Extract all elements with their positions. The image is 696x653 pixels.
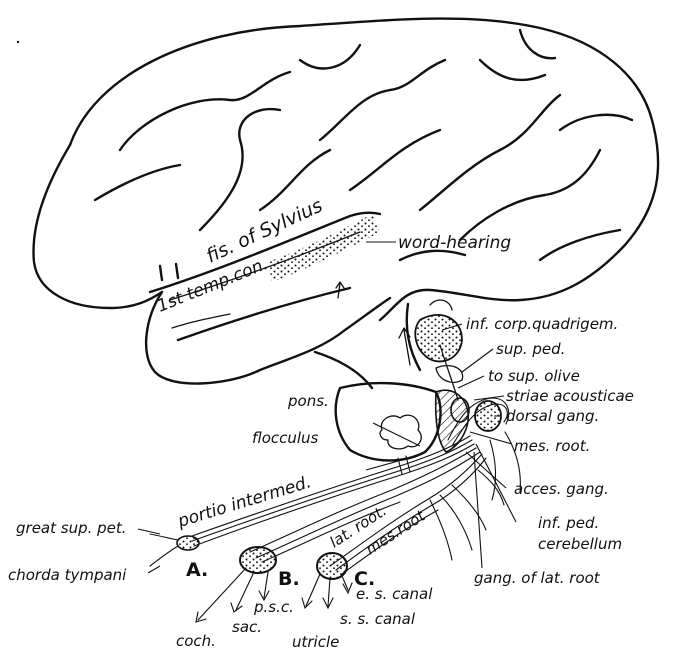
label-inf-ped: inf. ped. xyxy=(538,514,599,532)
label-p-s-c: p.s.c. xyxy=(253,598,294,616)
label-pons: pons. xyxy=(287,392,329,410)
label-sup-olive: to sup. olive xyxy=(488,367,580,385)
acoustic-nerve-bundle xyxy=(150,436,486,622)
label-inf-corp: inf. corp.quadrigem. xyxy=(466,315,618,333)
label-great-sup-pet: great sup. pet. xyxy=(16,519,127,537)
label-utricle: utricle xyxy=(292,633,339,651)
label-chorda: chorda tympani xyxy=(8,566,127,584)
label-e-s-canal: e. s. canal xyxy=(356,585,433,603)
label-cerebellum: cerebellum xyxy=(538,535,622,553)
label-striae: striae acousticae xyxy=(506,387,634,405)
labels: fis. of Sylvius word-hearing 1st temp.co… xyxy=(8,194,634,651)
label-gang-lat-root: gang. of lat. root xyxy=(474,569,601,587)
ganglion-c xyxy=(317,553,347,579)
label-acces-gang: acces. gang. xyxy=(514,480,609,498)
label-word-hearing: word-hearing xyxy=(398,233,511,253)
label-s-s-canal: s. s. canal xyxy=(340,610,416,628)
label-coch: coch. xyxy=(176,632,216,650)
label-sup-ped: sup. ped. xyxy=(496,340,565,358)
ganglion-a xyxy=(177,536,199,550)
label-a: A. xyxy=(186,559,208,581)
label-b: B. xyxy=(278,568,300,590)
label-dorsal-gang: dorsal gang. xyxy=(506,407,599,425)
label-flocculus: flocculus xyxy=(252,429,319,447)
label-sac: sac. xyxy=(232,618,262,636)
label-mes-root-r: mes. root. xyxy=(514,437,590,455)
